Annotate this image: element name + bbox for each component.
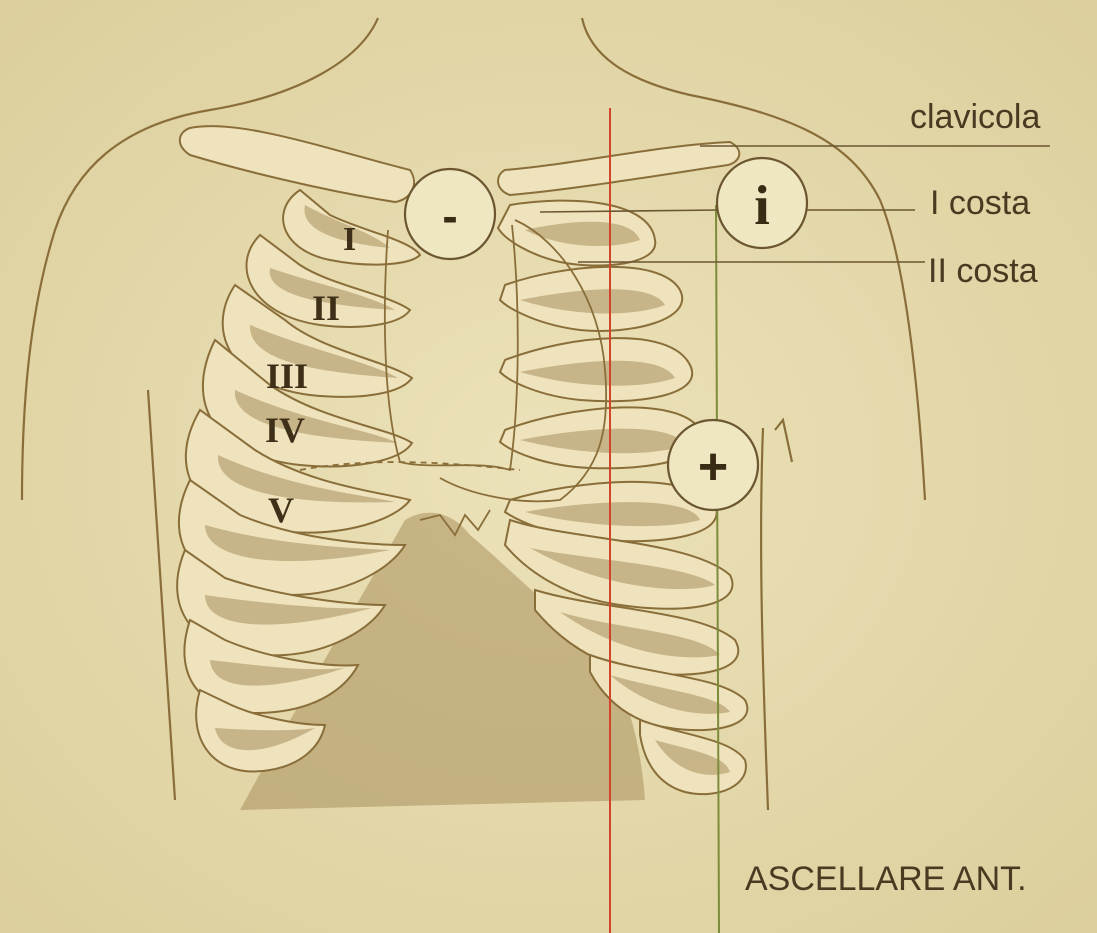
label-second-rib: II costa [928, 252, 1038, 290]
electrode-negative-symbol: - [442, 190, 457, 242]
electrode-negative: - [405, 169, 495, 259]
label-axillary-line: ASCELLARE ANT. [745, 860, 1027, 898]
rib-numeral-4: IV [265, 410, 305, 450]
rib-numeral-5: V [268, 490, 294, 530]
rib-numeral-1: I [343, 221, 356, 258]
rib-numeral-3: III [266, 356, 308, 396]
electrode-positive-symbol: + [698, 438, 728, 496]
electrode-indifferent-symbol: i [754, 175, 770, 237]
rib-numeral-2: II [312, 288, 340, 328]
label-first-rib: I costa [930, 184, 1030, 222]
label-clavicola: clavicola [910, 98, 1040, 136]
electrode-positive: + [668, 420, 758, 510]
electrode-indifferent: i [717, 158, 807, 248]
